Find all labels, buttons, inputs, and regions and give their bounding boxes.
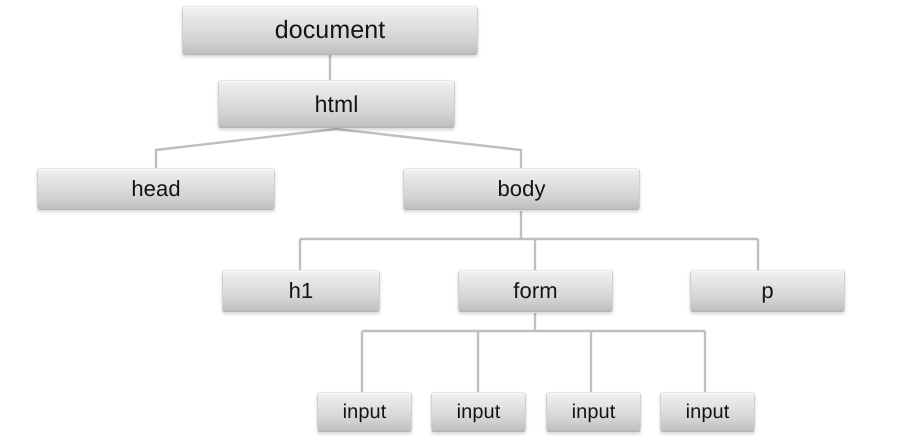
node-input-4[interactable]: input bbox=[660, 392, 755, 432]
node-label-head: head bbox=[131, 176, 181, 201]
node-label-body: body bbox=[497, 176, 546, 201]
node-head[interactable]: head bbox=[37, 168, 275, 210]
node-label-input-4: input bbox=[685, 401, 730, 423]
node-label-form: form bbox=[513, 278, 558, 303]
node-form[interactable]: form bbox=[458, 270, 613, 312]
node-label-html: html bbox=[314, 90, 359, 117]
node-label-document: document bbox=[274, 16, 386, 44]
node-input-2[interactable]: input bbox=[431, 392, 526, 432]
node-input-3[interactable]: input bbox=[546, 392, 641, 432]
node-label-h1: h1 bbox=[288, 278, 314, 303]
node-label-input-1: input bbox=[342, 401, 387, 423]
node-document[interactable]: document bbox=[182, 6, 478, 55]
node-h1[interactable]: h1 bbox=[222, 270, 380, 312]
node-label-input-3: input bbox=[571, 401, 616, 423]
node-body[interactable]: body bbox=[403, 168, 640, 210]
node-label-p: p bbox=[761, 278, 774, 303]
node-p[interactable]: p bbox=[690, 270, 845, 312]
node-html[interactable]: html bbox=[218, 80, 455, 128]
node-input-1[interactable]: input bbox=[317, 392, 412, 432]
node-label-input-2: input bbox=[456, 401, 501, 423]
